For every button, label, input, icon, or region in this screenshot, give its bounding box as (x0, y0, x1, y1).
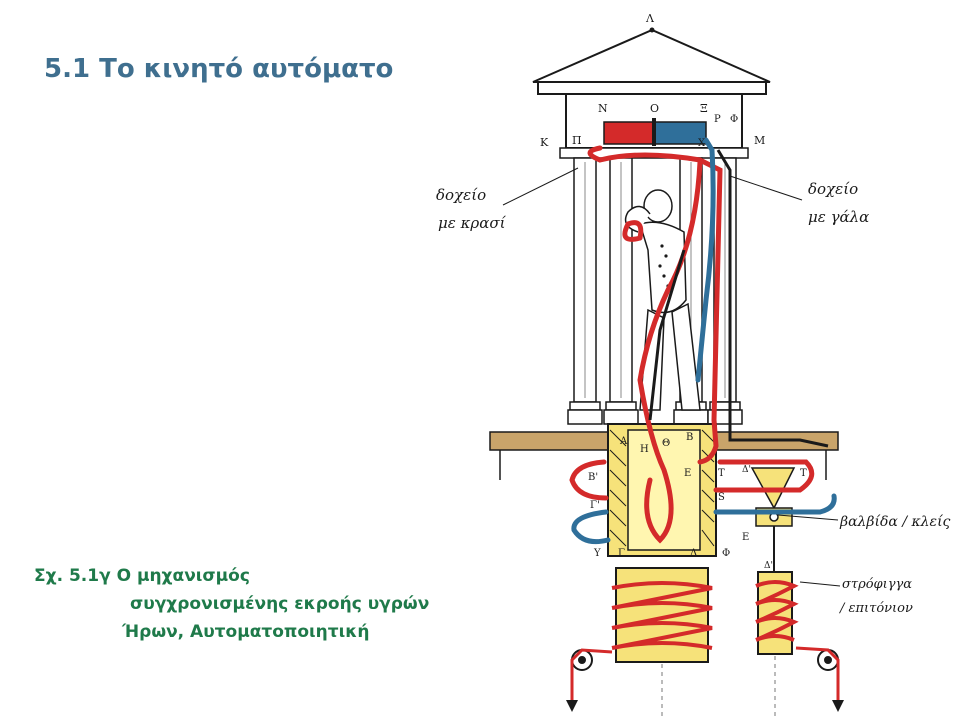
figure-caption: Σχ. 5.1γ Ο μηχανισμός συγχρονισμένης εκρ… (34, 562, 429, 646)
wine-tank-label-2: με κρασί (438, 214, 507, 232)
temple-roof-beam (537, 81, 767, 95)
letter-o: Ο (650, 102, 659, 115)
point-letters: Λ Ν Ο Ξ Ρ Φ Κ Π Μ Χ Α Η Θ Β Ε Τ Δ' Τ Β' … (540, 12, 807, 571)
letter-t2: Τ (800, 468, 807, 479)
slide-title: 5.1 Το κινητό αυτόματο (44, 54, 394, 84)
letter-th: Θ (662, 438, 670, 449)
caption-line-2: συγχρονισμένης εκροής υγρών (130, 594, 430, 614)
milk-tank-label-2: με γάλα (808, 208, 869, 226)
column-fluting (584, 162, 726, 398)
drive-ropes (570, 646, 840, 700)
letter-n: Ν (598, 102, 608, 115)
caption-line-3: Ήρων, Αυτοματοποιητική (122, 622, 370, 642)
temple-pediment (532, 28, 771, 83)
letter-apex: Λ (645, 12, 655, 25)
letter-m: Μ (754, 134, 765, 147)
letter-d2: Δ' (764, 561, 773, 571)
hinge-label-1: στρόφιγγα (842, 577, 912, 592)
letter-b1: Β' (588, 472, 598, 483)
letter-h: Η (640, 444, 649, 455)
tank-divider (652, 118, 656, 146)
leader-lines (502, 167, 841, 587)
hinge-label-2: / επιτόνιον (838, 601, 913, 616)
right-rope-coils (755, 580, 799, 642)
rope-arrows (566, 700, 844, 712)
letter-e2: Ε (742, 532, 749, 543)
letter-xi: Ξ (700, 102, 708, 115)
apex-ornament (649, 27, 655, 33)
letter-f: Φ (722, 548, 730, 559)
left-rope-coils (611, 581, 713, 650)
letter-rho: Ρ (714, 114, 721, 125)
letter-g1: Γ' (590, 500, 600, 511)
axis-dashes (661, 656, 776, 716)
caption-line-1: Σχ. 5.1γ Ο μηχανισμός (34, 566, 250, 586)
letter-b: Β (686, 432, 693, 443)
letter-a: Α (619, 436, 628, 447)
drain-pipe (648, 149, 829, 448)
letter-s: S (718, 492, 725, 503)
letter-k: Κ (540, 136, 549, 149)
letter-d1: Δ' (742, 465, 751, 475)
letter-phi-top: Φ (730, 114, 738, 125)
valve-label: βαλβίδα / κλείς (839, 513, 951, 530)
wine-tank-label-1: δοχείο (436, 186, 486, 204)
letter-t: Τ (718, 468, 725, 479)
wine-tank (603, 121, 655, 145)
letter-g: Γ (618, 548, 625, 559)
letter-chi: Χ (698, 138, 706, 149)
milk-pipes (571, 137, 837, 545)
letter-e: Ε (684, 468, 691, 479)
letter-y: Υ (593, 548, 601, 559)
letter-d: Δ (690, 548, 697, 559)
housing-hatching (609, 429, 715, 547)
inner-chamber (627, 429, 701, 551)
letter-p: Π (572, 134, 582, 147)
milk-tank-label-1: δοχείο (808, 180, 858, 198)
